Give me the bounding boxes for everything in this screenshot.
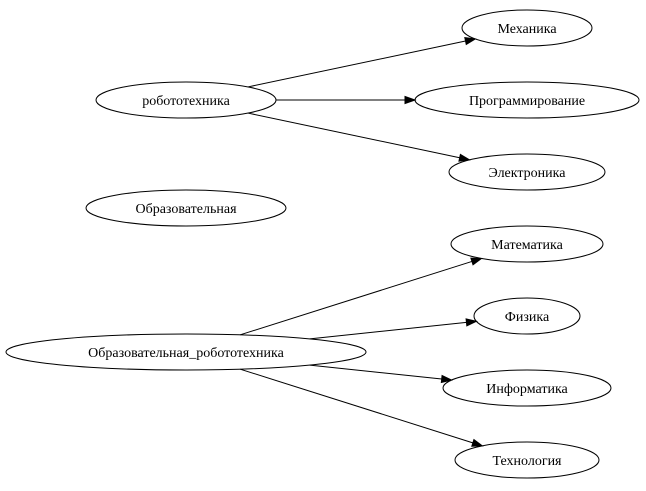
node-label: Физика — [505, 310, 550, 325]
node-obr: Образовательная — [85, 189, 287, 227]
node-label: Информатика — [486, 382, 568, 397]
node-tech: Технология — [454, 441, 600, 479]
edge-line — [309, 321, 467, 340]
edge-robo-prog — [276, 95, 417, 105]
node-obrrobo: Образовательная_робототехника — [5, 333, 367, 371]
edge-robo-mech — [247, 36, 477, 88]
edge-obrrobo-tech — [240, 368, 484, 447]
node-label: робототехника — [142, 94, 230, 109]
node-ellipse — [450, 225, 604, 263]
node-label: Математика — [491, 238, 563, 253]
arrowhead-icon — [470, 257, 483, 266]
edge-line — [240, 368, 474, 444]
node-label: Программирование — [469, 94, 585, 109]
node-ellipse — [95, 81, 277, 119]
node-ellipse — [414, 81, 640, 119]
node-robo: робототехника — [95, 81, 277, 119]
node-phys: Физика — [473, 297, 581, 335]
arrowhead-icon — [458, 153, 471, 162]
node-label: Образовательная_робототехника — [88, 346, 284, 361]
edge-line — [247, 112, 460, 159]
node-prog: Программирование — [414, 81, 640, 119]
node-ellipse — [442, 369, 612, 407]
node-ellipse — [85, 189, 287, 227]
edge-robo-elec — [247, 112, 471, 162]
node-label: Электроника — [489, 166, 567, 181]
edge-line — [309, 364, 442, 380]
node-ellipse — [473, 297, 581, 335]
node-ellipse — [454, 441, 600, 479]
arrowhead-icon — [440, 374, 454, 384]
node-mech: Механика — [461, 9, 593, 47]
edge-line — [247, 40, 466, 88]
node-inf: Информатика — [442, 369, 612, 407]
node-label: Механика — [497, 22, 557, 37]
node-ellipse — [5, 333, 367, 371]
arrowhead-icon — [465, 318, 478, 327]
node-label: Технология — [492, 454, 562, 469]
node-elec: Электроника — [448, 153, 606, 191]
edge-obrrobo-phys — [309, 318, 478, 340]
arrowhead-icon — [404, 95, 417, 105]
node-label: Образовательная — [135, 202, 237, 217]
node-ellipse — [461, 9, 593, 47]
arrowhead-icon — [464, 36, 477, 46]
edge-obrrobo-inf — [309, 364, 454, 384]
arrowhead-icon — [471, 438, 484, 447]
edge-line — [240, 260, 473, 336]
edge-obrrobo-math — [240, 257, 483, 336]
node-math: Математика — [450, 225, 604, 263]
node-ellipse — [448, 153, 606, 191]
